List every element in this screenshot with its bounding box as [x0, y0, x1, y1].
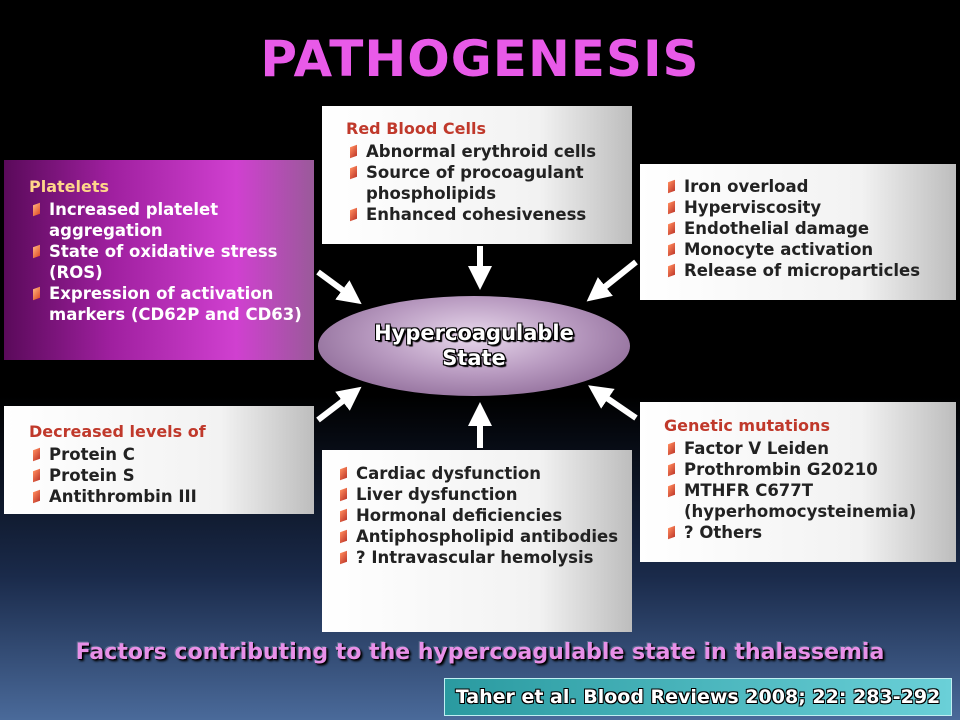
list-item: Cardiac dysfunction: [336, 463, 626, 484]
arrow-from-genetic: [588, 385, 638, 421]
list-item: Iron overload: [664, 176, 952, 197]
list-item: Monocyte activation: [664, 239, 952, 260]
center-label-line1: Hypercoagulable: [374, 321, 574, 345]
list-item: Source of procoagulant phospholipids: [346, 162, 626, 204]
list-item: Prothrombin G20210: [664, 459, 954, 480]
list-item: Liver dysfunction: [336, 484, 626, 505]
list-item: Antiphospholipid antibodies: [336, 526, 626, 547]
list-item: MTHFR C677T (hyperhomocysteinemia): [664, 480, 954, 522]
list-item: State of oxidative stress (ROS): [29, 241, 306, 283]
list-item: Protein C: [29, 444, 306, 465]
box-heading: Genetic mutations: [664, 416, 830, 435]
list-item: Antithrombin III: [29, 486, 306, 507]
list-item: Enhanced cohesiveness: [346, 204, 626, 225]
figure-caption: Factors contributing to the hypercoagula…: [75, 640, 885, 665]
list-item: Release of microparticles: [664, 260, 952, 281]
box-heading: Red Blood Cells: [346, 119, 486, 138]
list-item: Hyperviscosity: [664, 197, 952, 218]
list-item: ? Others: [664, 522, 954, 543]
red-blood-cells-box: Red Blood Cells Abnormal erythroid cells…: [322, 106, 632, 244]
arrow-from-platelets: [316, 269, 362, 305]
list-item: Increased platelet aggregation: [29, 199, 306, 241]
box-heading: Decreased levels of: [29, 422, 206, 441]
citation-badge: Taher et al. Blood Reviews 2008; 22: 283…: [444, 678, 952, 716]
list-item: ? Intravascular hemolysis: [336, 547, 626, 568]
hypercoagulable-state-ellipse: Hypercoagulable State: [318, 296, 630, 396]
platelets-box: Platelets Increased platelet aggregation…: [4, 160, 314, 360]
page-title: PATHOGENESIS: [260, 30, 700, 88]
decreased-levels-box: Decreased levels of Protein C Protein S …: [4, 406, 314, 514]
iron-overload-box: Iron overload Hyperviscosity Endothelial…: [640, 164, 956, 300]
list-item: Endothelial damage: [664, 218, 952, 239]
list-item: Hormonal deficiencies: [336, 505, 626, 526]
arrow-from-iron: [586, 259, 638, 302]
list-item: Expression of activation markers (CD62P …: [29, 283, 306, 325]
genetic-mutations-box: Genetic mutations Factor V Leiden Prothr…: [640, 402, 956, 562]
arrow-from-decreased: [316, 386, 362, 423]
list-item: Protein S: [29, 465, 306, 486]
box-heading: Platelets: [29, 177, 110, 196]
list-item: Factor V Leiden: [664, 438, 954, 459]
list-item: Abnormal erythroid cells: [346, 141, 626, 162]
center-label-line2: State: [442, 346, 506, 370]
organ-dysfunction-box: Cardiac dysfunction Liver dysfunction Ho…: [322, 450, 632, 632]
